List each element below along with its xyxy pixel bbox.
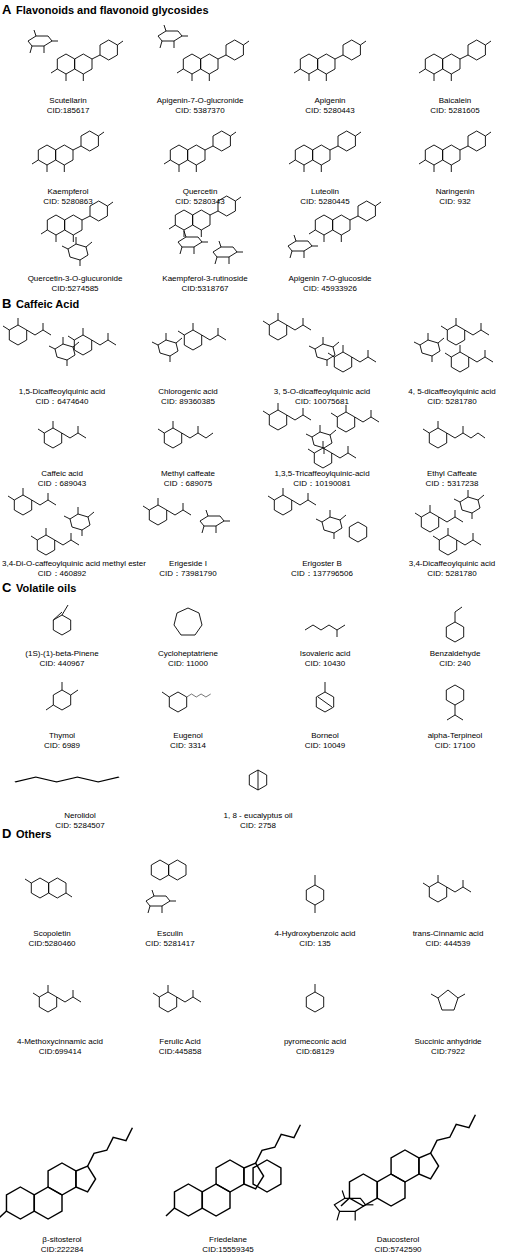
cid-number: CID：689075 xyxy=(164,480,212,489)
cid-number: CID: 3314 xyxy=(170,742,206,751)
compound-name: Esculin xyxy=(157,930,183,939)
compound-name: pyromeconic acid xyxy=(284,1038,346,1047)
cid-number: CID:5742590 xyxy=(374,1246,421,1255)
cid-number: CID: 444539 xyxy=(426,940,471,949)
cid-number: CID：10190081 xyxy=(293,480,350,489)
compound-name: Ethyl Caffeate xyxy=(427,470,477,479)
compound-name: 4-Methoxycinnamic acid xyxy=(17,1038,103,1047)
cid-number: CID：689043 xyxy=(38,480,86,489)
cid-number: CID: 5387370 xyxy=(175,107,224,116)
cid-number: CID：460892 xyxy=(38,570,86,579)
cid-number: CID: 10049 xyxy=(305,742,345,751)
cid-number: CID: 11000 xyxy=(168,660,208,669)
cid-number: CID: 89360385 xyxy=(161,398,215,407)
cid-number: CID：137796506 xyxy=(291,570,353,579)
cid-number: CID:222284 xyxy=(41,1246,84,1255)
compound-name: Naringenin xyxy=(436,188,475,197)
compound-name: Nerolidol xyxy=(64,812,96,821)
cid-number: CID: 5280443 xyxy=(305,107,354,116)
compound-name: Daucosterol xyxy=(377,1236,420,1245)
compound-name: trans-Cinnamic acid xyxy=(413,930,484,939)
compound-name: Kaempferol xyxy=(48,188,89,197)
compound-name: Methyl caffeate xyxy=(161,470,215,479)
compound-name: β-sitosterol xyxy=(42,1236,81,1245)
compound-name: Eugenol xyxy=(173,732,202,741)
compound-name: 3, 5-O-dicaffeoylquinic acid xyxy=(274,388,370,397)
compound-name: Isovaleric acid xyxy=(300,650,351,659)
cid-number: CID: 2758 xyxy=(240,822,276,831)
panel-letter: D xyxy=(2,827,11,841)
cid-number: CID: 135 xyxy=(299,940,331,949)
cid-number: CID: 5281780 xyxy=(427,570,476,579)
cid-number: CID: 240 xyxy=(439,660,471,669)
panel-letter: A xyxy=(2,3,11,17)
compound-name: 1,5-Dicaffeoylquinic acid xyxy=(19,388,106,397)
compound-name: Scutellarin xyxy=(49,97,86,106)
compound-name: Benzaldehyde xyxy=(430,650,481,659)
cid-number: CID:5280460 xyxy=(28,940,75,949)
compound-name: (1S)-(1)-beta-Pinene xyxy=(25,650,98,659)
compound-name: alpha-Terpineol xyxy=(428,732,483,741)
cid-number: CID: 5280445 xyxy=(300,198,349,207)
cid-number: CID:15559345 xyxy=(202,1246,254,1255)
compound-name: Apigenin xyxy=(314,97,345,106)
cid-number: CID：5317238 xyxy=(426,480,479,489)
cid-number: CID: 45933926 xyxy=(303,285,357,294)
cid-number: CID:699414 xyxy=(39,1048,82,1057)
panel-letter: C xyxy=(2,581,11,595)
cid-number: CID: 5280343 xyxy=(175,198,224,207)
cid-number: CID: 10430 xyxy=(305,660,345,669)
compound-name: Friedelane xyxy=(209,1236,247,1245)
cid-number: CID: 5284507 xyxy=(55,822,104,831)
cid-number: CID: 5281605 xyxy=(430,107,479,116)
cid-number: CID:445858 xyxy=(159,1048,202,1057)
compound-name: Cycloheptatriene xyxy=(158,650,218,659)
compound-name: Scopoletin xyxy=(33,930,70,939)
compound-name: 3,4-Di-O-caffeoylquinic acid methyl este… xyxy=(2,560,146,569)
compound-name: Baicalein xyxy=(439,97,471,106)
cid-number: CID: 932 xyxy=(439,198,471,207)
compound-name: Chlorogenic acid xyxy=(158,388,218,397)
cid-number: CID:185617 xyxy=(47,107,90,116)
compound-name: Succinic anhydride xyxy=(414,1038,481,1047)
cid-number: CID: 10075681 xyxy=(295,398,349,407)
section-title: Flavonoids and flavonoid glycosides xyxy=(16,4,209,16)
compound-name: Thymol xyxy=(49,732,75,741)
section-title: Caffeic Acid xyxy=(16,298,79,310)
compound-name: Apigenin 7-O-glucoside xyxy=(288,275,371,284)
compound-name: 1,3,5-Tricaffeoylquinic-acid xyxy=(274,470,369,479)
cid-number: CID:7922 xyxy=(431,1048,465,1057)
panel-letter: B xyxy=(2,297,11,311)
cid-number: CID: 5280863 xyxy=(43,198,92,207)
compound-name: Erigeside I xyxy=(169,560,207,569)
compound-name: Caffeic acid xyxy=(41,470,83,479)
compound-name: 1, 8 - eucalyptus oil xyxy=(224,812,293,821)
compound-name: Apigenin-7-O-glucronide xyxy=(157,97,244,106)
section-title: Volatile oils xyxy=(16,582,76,594)
compound-name: Luteolin xyxy=(311,188,339,197)
cid-number: CID：73981790 xyxy=(159,570,216,579)
compound-name: Kaempferol-3-rutinoside xyxy=(162,275,247,284)
compound-name: Quercetin-3-O-glucuronide xyxy=(28,275,123,284)
cid-number: CID: 5281780 xyxy=(427,398,476,407)
section-title: Others xyxy=(16,828,51,840)
cid-number: CID: 17100 xyxy=(435,742,475,751)
cid-number: CID: 5281417 xyxy=(145,940,194,949)
compound-name: 3,4-Dicaffeoylquinic acid xyxy=(409,560,496,569)
cid-number: CID：6474640 xyxy=(36,398,89,407)
compound-name: Quercetin xyxy=(183,188,218,197)
cid-number: CID:5318767 xyxy=(181,285,228,294)
compound-name: 4, 5-dicaffeoylquinic acid xyxy=(408,388,495,397)
compound-name: 4-Hydroxybenzoic acid xyxy=(275,930,356,939)
compound-name: Borneol xyxy=(311,732,339,741)
cid-number: CID: 440967 xyxy=(40,660,85,669)
compound-name: Erigoster B xyxy=(302,560,342,569)
cid-number: CID: 6989 xyxy=(44,742,80,751)
compound-name: Ferulic Acid xyxy=(159,1038,200,1047)
cid-number: CID:68129 xyxy=(296,1048,334,1057)
cid-number: CID:5274585 xyxy=(51,285,98,294)
